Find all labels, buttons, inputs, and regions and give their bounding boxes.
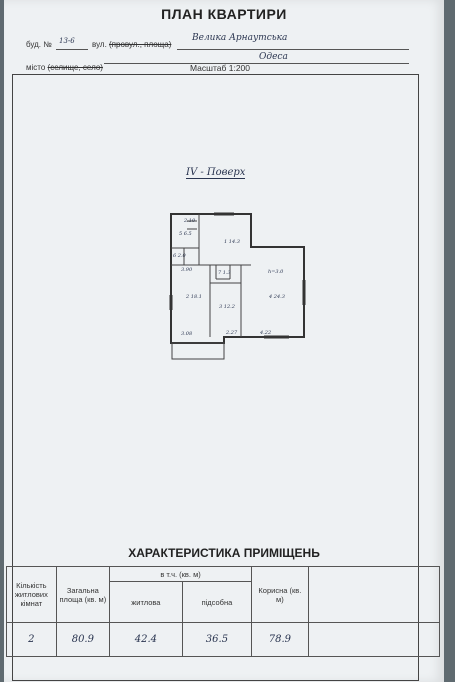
plan-frame xyxy=(12,74,419,681)
characteristics-title: ХАРАКТЕРИСТИКА ПРИМІЩЕНЬ xyxy=(128,546,320,560)
building-number-value: 13-6 xyxy=(59,37,75,45)
column-header: Загальна площа (кв. м) xyxy=(55,566,110,623)
column-header: Кількість житлових кімнат xyxy=(6,566,57,623)
street-value: Велика Арнаутська xyxy=(192,33,288,43)
room-label: 6 2.0 xyxy=(173,253,187,259)
column-header: підсобна xyxy=(181,581,253,623)
column-header-empty xyxy=(307,566,441,623)
floor-plan-drawing: 5 6.5 1 14.3 2 18.1 3 12.2 4 24.3 6 2.0 … xyxy=(169,212,306,360)
dimension-label: h=3.0 xyxy=(268,269,284,275)
dimension-label: 3.90 xyxy=(181,267,193,273)
auxiliary-area-value: 36.5 xyxy=(181,622,253,657)
column-header: Корисна (кв. м) xyxy=(251,566,309,623)
building-label: буд. № xyxy=(26,40,52,49)
useful-area-value: 78.9 xyxy=(251,622,309,657)
column-header: житлова xyxy=(108,581,183,623)
floor-label: IV - Поверх xyxy=(186,167,246,179)
city-underline xyxy=(104,63,409,64)
room-label: 2 18.1 xyxy=(185,294,202,300)
dimension-label: 4.22 xyxy=(259,330,271,336)
room-label: 3 12.2 xyxy=(219,304,235,310)
building-underline xyxy=(56,49,88,50)
room-label: 1 14.3 xyxy=(224,239,240,245)
characteristics-table: Кількість житлових кімнат Загальна площа… xyxy=(6,566,441,657)
document-title: ПЛАН КВАРТИРИ xyxy=(161,6,287,22)
document-sheet: ПЛАН КВАРТИРИ буд. № 13-6 вул. (провул.,… xyxy=(4,0,444,682)
total-area-value: 80.9 xyxy=(55,622,110,657)
room-label: 7 1.3 xyxy=(218,270,231,276)
empty-cell xyxy=(307,622,441,657)
living-area-value: 42.4 xyxy=(108,622,183,657)
dimension-label: 2.27 xyxy=(225,330,238,336)
street-label: вул. (провул., площа) xyxy=(92,40,172,49)
city-value: Одеса xyxy=(259,52,288,62)
dimension-label: 2.10 xyxy=(183,218,196,224)
dimension-label: 3.08 xyxy=(181,331,192,337)
room-label: 5 6.5 xyxy=(179,231,192,237)
street-underline xyxy=(177,49,409,50)
scale-label: Масштаб 1:200 xyxy=(190,63,250,73)
rooms-value: 2 xyxy=(6,622,57,657)
city-label: місто (селище, село) xyxy=(26,63,103,72)
room-label: 4 24.3 xyxy=(268,294,285,300)
column-header: в т.ч. (кв. м) xyxy=(108,566,253,582)
